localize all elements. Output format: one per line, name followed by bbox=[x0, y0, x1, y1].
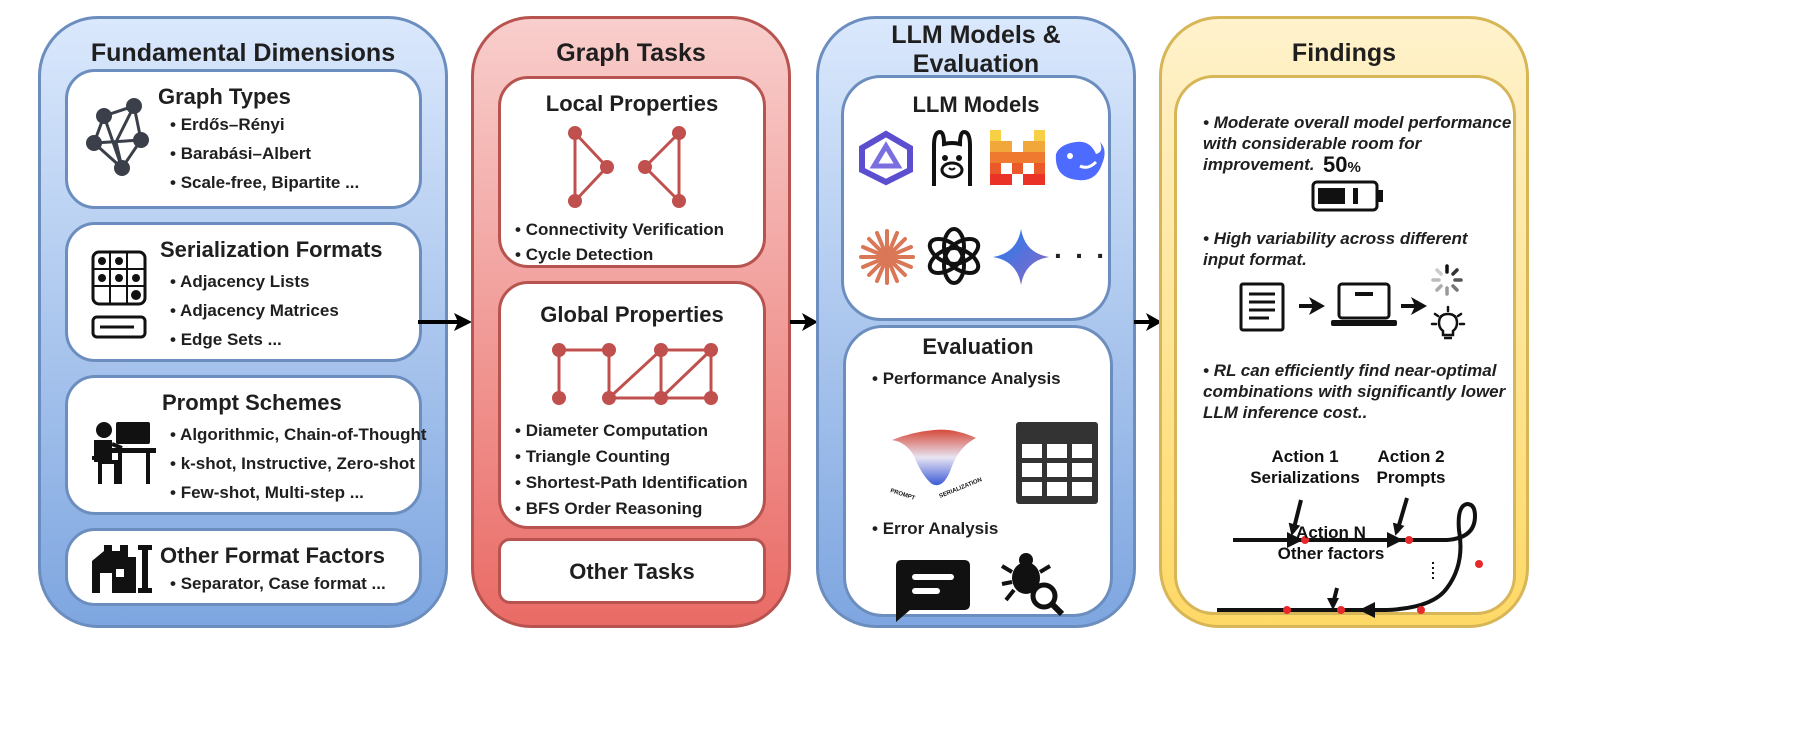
bullet-list: Adjacency Lists Adjacency Matrices Edge … bbox=[170, 267, 339, 354]
list-item: Diameter Computation bbox=[515, 418, 748, 444]
surface-label-prompt: PROMPT bbox=[889, 488, 916, 502]
bullet-list: Separator, Case format ... bbox=[170, 569, 386, 598]
bullet-list: Erdős–Rényi Barabási–Albert Scale-free, … bbox=[170, 110, 360, 197]
finding-text: • High variability across different inpu… bbox=[1203, 229, 1468, 269]
card-title: Serialization Formats bbox=[160, 237, 383, 262]
card-global-properties: Global Properties Diameter Computation T… bbox=[498, 281, 766, 529]
finding-2: High variability across different input … bbox=[1203, 229, 1468, 269]
surface-plot-icon: PROMPT SERIALIZATION bbox=[889, 429, 983, 502]
finding-1: Moderate overall model performance with … bbox=[1203, 113, 1512, 174]
local-graph-icon bbox=[568, 126, 686, 208]
list-item: Error Analysis bbox=[872, 514, 999, 543]
card-title: Other Format Factors bbox=[160, 543, 385, 568]
bullet-list: Error Analysis bbox=[872, 514, 999, 543]
card-findings: • Moderate overall model performance wit… bbox=[1174, 75, 1516, 618]
ellipsis-icon: · · · bbox=[1054, 240, 1108, 271]
bullet-list: Diameter Computation Triangle Counting S… bbox=[515, 418, 748, 522]
card-title: Prompt Schemes bbox=[162, 390, 342, 415]
finding-3: RL can efficiently find near-optimal com… bbox=[1203, 361, 1506, 422]
card-evaluation: Evaluation Performance Analysis PROMPT S… bbox=[843, 325, 1113, 622]
flow-arrow bbox=[1134, 313, 1162, 331]
rl-label-action1: Action 1 Serializations bbox=[1250, 447, 1360, 487]
list-item: Adjacency Lists bbox=[170, 267, 339, 296]
list-item: Algorithmic, Chain-of-Thought bbox=[170, 420, 426, 449]
card-prompt-schemes: Prompt Schemes Algorithmic, Chain-of-Tho… bbox=[65, 375, 427, 515]
list-item: k-shot, Instructive, Zero-shot bbox=[170, 449, 427, 478]
list-item: Connectivity Verification bbox=[515, 217, 724, 242]
battery-fill bbox=[1318, 188, 1345, 204]
deepseek-logo-icon bbox=[1055, 141, 1105, 181]
list-item: Separator, Case format ... bbox=[170, 569, 386, 598]
lightbulb-icon bbox=[1430, 305, 1466, 340]
card-llm-models: LLM Models bbox=[841, 75, 1111, 321]
column-graph-tasks: Graph Tasks Local Properties Connectivit… bbox=[471, 16, 791, 628]
list-item: Scale-free, Bipartite ... bbox=[170, 168, 360, 197]
column-llm-evaluation: LLM Models & Evaluation LLM Models bbox=[816, 16, 1136, 628]
list-item: Edge Sets ... bbox=[170, 325, 339, 354]
card-title: Evaluation bbox=[922, 334, 1034, 359]
loading-spinner-icon bbox=[1431, 264, 1463, 296]
qwen-logo-icon bbox=[859, 130, 913, 186]
factory-icon bbox=[92, 545, 152, 593]
column-title: LLM Models & Evaluation bbox=[891, 21, 1061, 78]
card-title: Local Properties bbox=[545, 91, 719, 116]
list-item: Performance Analysis bbox=[872, 364, 1061, 393]
llama-logo-icon bbox=[932, 129, 972, 186]
document-icon bbox=[1239, 282, 1285, 332]
battery-value: 50 bbox=[1323, 152, 1348, 177]
table-icon bbox=[1016, 422, 1098, 504]
graph-network-icon bbox=[86, 98, 149, 176]
flow-arrow bbox=[418, 313, 472, 331]
global-graph-icon bbox=[552, 343, 718, 405]
list-item: Cycle Detection bbox=[515, 242, 724, 267]
rl-label-actionN: Action N Other factors bbox=[1277, 523, 1385, 563]
battery-unit: % bbox=[1347, 159, 1361, 176]
matrix-grid-icon bbox=[91, 250, 147, 339]
column-title: Graph Tasks bbox=[556, 39, 706, 67]
list-item: BFS Order Reasoning bbox=[515, 496, 748, 522]
card-other-tasks: Other Tasks bbox=[498, 538, 766, 604]
bullet-list: Algorithmic, Chain-of-Thought k-shot, In… bbox=[170, 420, 427, 507]
gemini-logo-icon bbox=[993, 229, 1049, 285]
column-fundamental-dimensions: Fundamental Dimensions Graph Types Erdős… bbox=[38, 16, 448, 628]
column-findings: Findings • Moderate overall model perfor… bbox=[1159, 16, 1529, 628]
list-item: Erdős–Rényi bbox=[170, 110, 359, 139]
card-title: LLM Models bbox=[912, 92, 1040, 117]
list-item: Barabási–Albert bbox=[170, 139, 359, 168]
column-title: Fundamental Dimensions bbox=[90, 39, 396, 67]
card-graph-types: Graph Types Erdős–Rényi Barabási–Albert … bbox=[65, 69, 422, 209]
rl-action-path bbox=[1217, 497, 1483, 618]
card-title: Graph Types bbox=[158, 84, 291, 109]
claude-logo-icon bbox=[859, 229, 915, 285]
list-item: Shortest-Path Identification bbox=[515, 470, 748, 496]
card-local-properties: Local Properties Connectivity Verificati… bbox=[498, 76, 766, 268]
flow-arrow bbox=[790, 313, 818, 331]
arrow-right-icon bbox=[1299, 297, 1325, 315]
bullet-list: Performance Analysis bbox=[872, 364, 1061, 393]
mistral-logo-icon bbox=[990, 130, 1045, 185]
card-other-format-factors: Other Format Factors Separator, Case for… bbox=[65, 528, 422, 606]
column-title: Findings bbox=[1291, 39, 1397, 67]
finding-text: • RL can efficiently find near-optimal c… bbox=[1203, 361, 1506, 422]
list-item: Adjacency Matrices bbox=[170, 296, 339, 325]
laptop-icon bbox=[1331, 282, 1397, 326]
battery-icon bbox=[1311, 180, 1383, 212]
bug-search-icon bbox=[1000, 553, 1065, 617]
list-item: Few-shot, Multi-step ... bbox=[170, 478, 427, 507]
chat-bubble-icon bbox=[896, 560, 970, 622]
finding-text: • Moderate overall model performance wit… bbox=[1203, 113, 1512, 174]
bullet-list: Connectivity Verification Cycle Detectio… bbox=[515, 217, 724, 267]
card-serialization-formats: Serialization Formats Adjacency Lists Ad… bbox=[65, 222, 422, 362]
card-title: Other Tasks bbox=[569, 559, 695, 584]
card-title: Global Properties bbox=[540, 302, 724, 327]
rl-label-action2: Action 2 Prompts bbox=[1376, 447, 1446, 487]
person-at-computer-icon bbox=[92, 422, 156, 484]
arrow-right-icon bbox=[1401, 297, 1427, 315]
surface-label-serialization: SERIALIZATION bbox=[939, 477, 983, 500]
list-item: Triangle Counting bbox=[515, 444, 748, 470]
openai-logo-icon bbox=[927, 227, 981, 285]
battery-label: 50% bbox=[1323, 152, 1361, 178]
